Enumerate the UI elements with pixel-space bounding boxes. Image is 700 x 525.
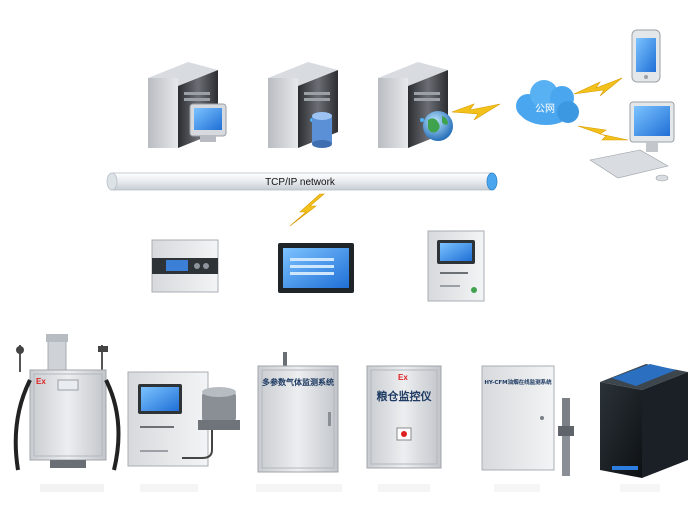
network-label: TCP/IP network	[265, 177, 336, 188]
multi-gas-title: 多参数气体监测系统	[262, 377, 334, 387]
wall-controller-device	[151, 239, 219, 293]
benchtop-analyzer-device	[600, 364, 688, 478]
data-acquisition-box-device	[427, 230, 485, 302]
server-workstation	[148, 62, 227, 148]
caption-band	[40, 484, 104, 492]
grain-ex-badge: Ex	[398, 373, 408, 382]
caption-band	[256, 484, 342, 492]
hy-cfm-title: HY-CFM油烟在线监测系统	[484, 378, 552, 386]
lightning-bolt-icon	[451, 103, 501, 121]
outdoor-gas-monitor-device	[13, 334, 121, 471]
globe-icon	[423, 111, 453, 141]
cloud-icon	[516, 80, 579, 125]
caption-band	[378, 484, 430, 492]
grain-depot-monitor-cabinet	[366, 365, 442, 469]
server-database	[268, 62, 338, 148]
lightning-bolt-icon	[577, 125, 629, 141]
caption-band	[620, 484, 660, 492]
caption-band	[140, 484, 198, 492]
wall-gas-detector-device	[127, 371, 240, 467]
hy-cfm-fume-monitor-cabinet	[481, 365, 574, 476]
desktop-computer-icon	[589, 101, 675, 182]
cloud-label: 公网	[535, 103, 555, 115]
lightning-bolt-icon	[573, 77, 623, 97]
grain-title: 粮仓监控仪	[377, 389, 433, 403]
touch-panel-device	[278, 243, 354, 293]
network-bus-pipe	[106, 172, 498, 191]
ex-badge: Ex	[36, 377, 46, 386]
server-web	[378, 62, 453, 148]
caption-band	[494, 484, 540, 492]
database-icon	[312, 112, 332, 148]
multi-gas-monitoring-cabinet	[257, 352, 339, 473]
lightning-bolt-icon	[289, 193, 325, 227]
smartphone-icon	[631, 29, 661, 83]
